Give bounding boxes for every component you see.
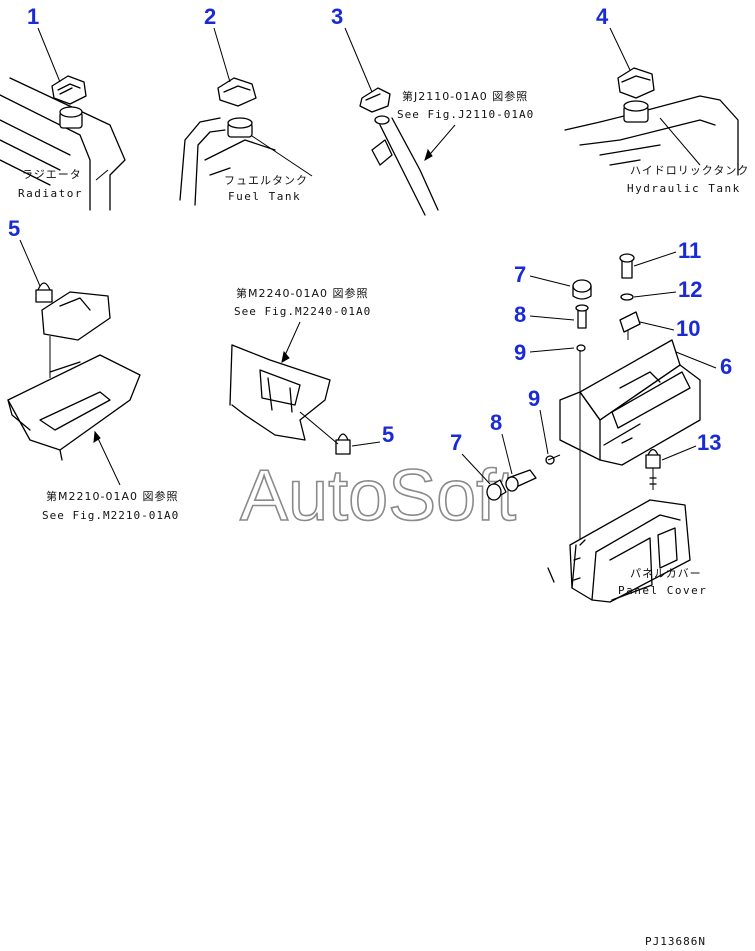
fuel-tank-label-jp: フュエルタンク xyxy=(224,174,308,187)
callout-6: 6 xyxy=(720,354,732,379)
padlock-box-assembly xyxy=(7,282,141,461)
hydraulic-tank-label-jp: ハイドロリックタンク xyxy=(630,164,749,177)
drawing-code: PJ13686N xyxy=(645,935,706,948)
frame-assembly xyxy=(229,344,537,501)
fuel-tank-assembly xyxy=(179,77,276,206)
callout-4: 4 xyxy=(596,4,609,29)
ref-m2210: See Fig.M2210-01A0 xyxy=(42,509,179,522)
radiator-label: Radiator xyxy=(18,187,83,200)
callout-2: 2 xyxy=(204,4,216,29)
fuel-tank-label: Fuel Tank xyxy=(228,190,301,203)
radiator-label-jp: ラジエータ xyxy=(22,168,82,181)
callout-10: 10 xyxy=(676,316,700,341)
callout-1: 1 xyxy=(27,4,39,29)
callout-8-middle: 8 xyxy=(490,410,502,435)
hydraulic-tank-label: Hydraulic Tank xyxy=(627,182,741,195)
callout-3: 3 xyxy=(331,4,343,29)
panel-cover-label-jp: パネルカバー xyxy=(630,567,702,580)
callout-9-lower: 9 xyxy=(528,386,540,411)
callout-5-left: 5 xyxy=(8,216,20,241)
callout-7-middle: 7 xyxy=(450,430,462,455)
callout-9-right: 9 xyxy=(514,340,526,365)
ref-j2110: See Fig.J2110-01A0 xyxy=(397,108,534,121)
filler-pipe-assembly xyxy=(359,87,439,216)
ref-m2240: See Fig.M2240-01A0 xyxy=(234,305,371,318)
callout-7-right: 7 xyxy=(514,262,526,287)
callout-12: 12 xyxy=(678,277,702,302)
callout-13: 13 xyxy=(697,430,721,455)
ref-m2240-jp: 第M2240-01A0 図参照 xyxy=(236,286,368,300)
callout-5-middle: 5 xyxy=(382,422,394,447)
hydraulic-tank-assembly xyxy=(564,67,739,176)
panel-cover-label: Panel Cover xyxy=(618,584,707,597)
radiator-assembly xyxy=(0,75,126,211)
ref-m2210-jp: 第M2210-01A0 図参照 xyxy=(46,489,178,503)
callout-11: 11 xyxy=(678,238,701,263)
panel-cover-assembly xyxy=(547,499,691,603)
callout-8-right: 8 xyxy=(514,302,526,327)
ref-j2110-jp: 第J2110-01A0 図参照 xyxy=(402,89,528,103)
panel-box-assembly xyxy=(545,253,701,540)
watermark: AutoSoft xyxy=(240,456,516,536)
